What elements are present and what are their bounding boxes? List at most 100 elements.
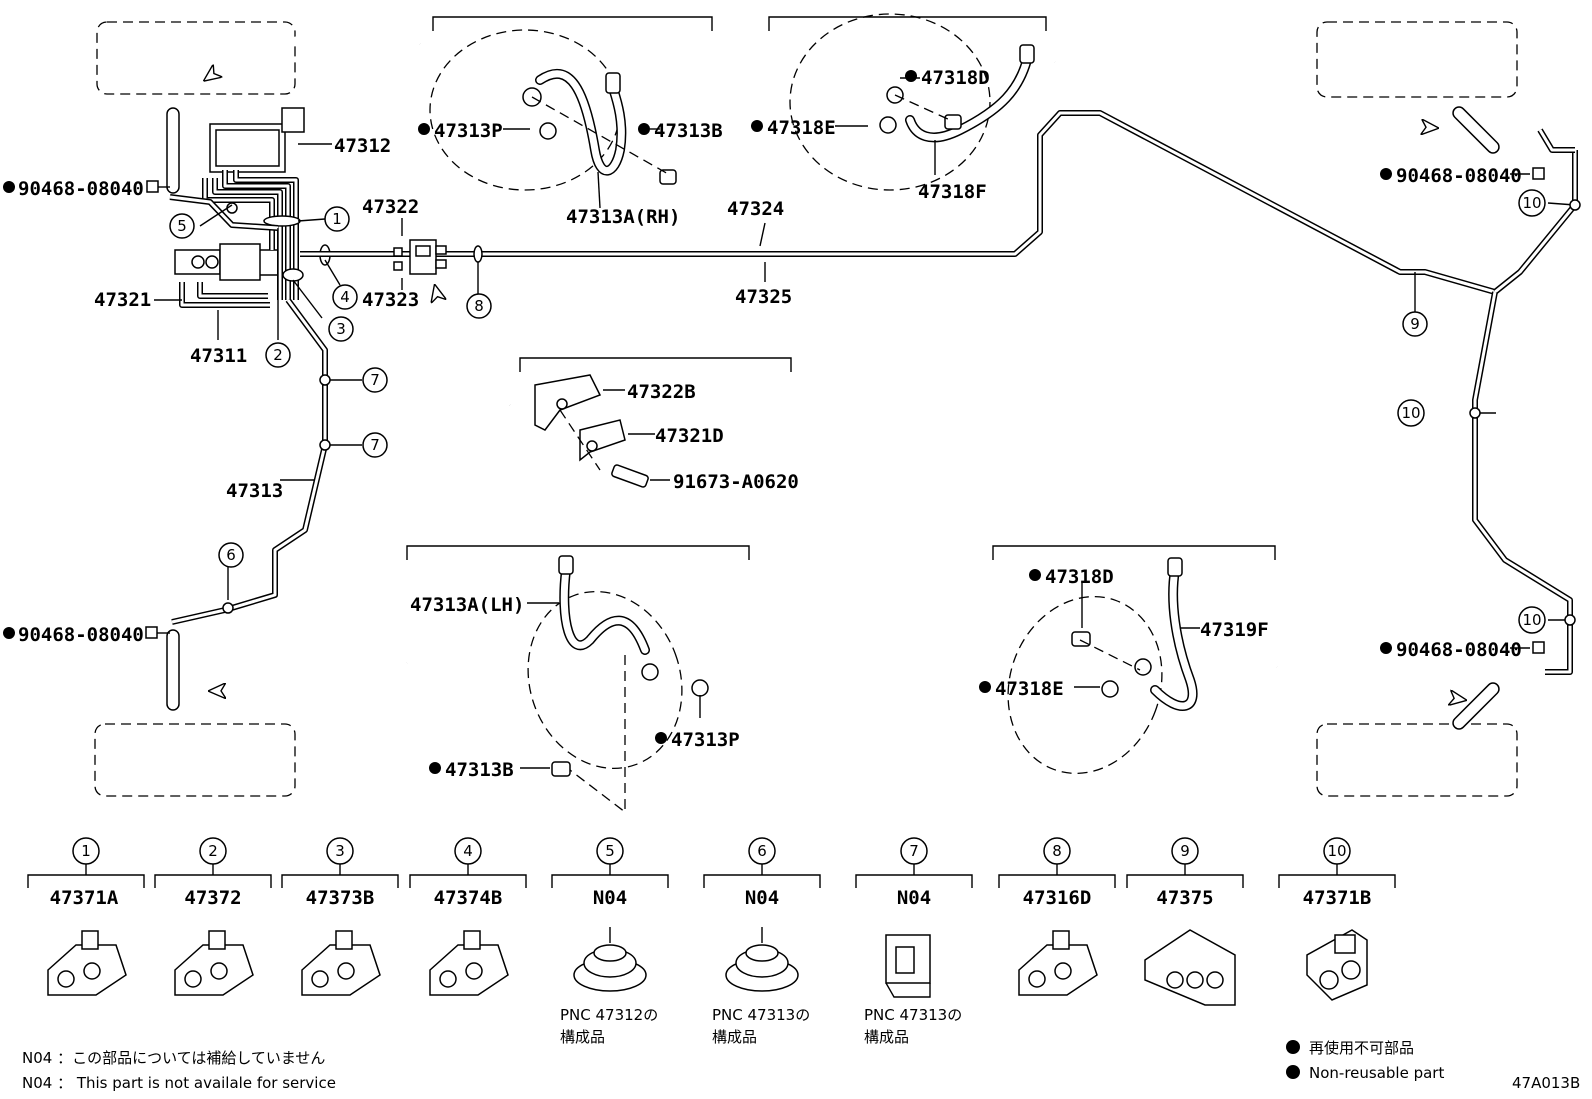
pipe-front-left — [166, 107, 279, 231]
svg-text:4: 4 — [340, 288, 350, 306]
legend-callout-number: 10 — [1327, 842, 1346, 860]
wheel-box-rear-left — [94, 723, 296, 797]
footnote-n04-jp: N04 ：この部品については補給していません — [22, 1049, 325, 1067]
label-47318E-bot: 47318E — [995, 678, 1064, 700]
legend-part-number: 47374B — [434, 887, 503, 909]
non-reusable-dot — [429, 762, 441, 774]
legend-part-number: 47373B — [306, 887, 375, 909]
legend-part-number: 47371B — [1303, 887, 1372, 909]
non-reusable-dot — [1286, 1040, 1300, 1054]
clip-icon — [145, 626, 158, 639]
label-47313B-top: 47313B — [654, 120, 723, 142]
legend-note: PNC 47313の — [864, 1006, 962, 1024]
callout-10b: 10 — [1397, 399, 1425, 427]
label-47313B-bot: 47313B — [445, 759, 514, 781]
legend-item-10: 10 47371B — [1278, 837, 1396, 1001]
label-90468-08040-fr: 90468-08040 — [1396, 165, 1522, 187]
wheel-box-front-right — [1316, 21, 1518, 98]
svg-text:7: 7 — [370, 371, 380, 389]
label-47312: 47312 — [334, 135, 391, 157]
svg-text:5: 5 — [177, 217, 187, 235]
non-reusable-dot — [655, 732, 667, 744]
legend-part-number: N04 — [593, 887, 627, 909]
legend-callout-number: 8 — [1052, 842, 1062, 860]
junction-block — [393, 239, 483, 275]
label-47313A-LH: 47313A(LH) — [410, 594, 524, 616]
legend-item-8: 8 47316D — [998, 837, 1116, 996]
clip-icon — [146, 180, 159, 193]
label-47325: 47325 — [735, 286, 792, 308]
clip-icon — [1532, 641, 1545, 654]
legend-note: PNC 47312の — [560, 1006, 658, 1024]
non-reusable-dot — [418, 123, 430, 135]
legend-item-9: 9 47375 — [1126, 837, 1244, 1006]
legend-callout-number: 9 — [1180, 842, 1190, 860]
callout-6: 6 — [218, 542, 244, 568]
svg-text:6: 6 — [226, 546, 236, 564]
legend-note: 構成品 — [712, 1028, 757, 1046]
non-reusable-dot — [3, 181, 15, 193]
label-47319F: 47319F — [1200, 619, 1269, 641]
clip-icon — [1532, 167, 1545, 180]
svg-text:9: 9 — [1410, 315, 1420, 333]
label-47313P-bot: 47313P — [671, 729, 740, 751]
svg-text:7: 7 — [370, 436, 380, 454]
label-47313: 47313 — [226, 480, 283, 502]
callout-9: 9 — [1402, 311, 1428, 337]
label-47313A-RH: 47313A(RH) — [566, 206, 680, 228]
legend-part-number: 47372 — [184, 887, 241, 909]
label-47324: 47324 — [727, 198, 784, 220]
main-brake-lines — [300, 106, 1578, 730]
legend-part-number: N04 — [745, 887, 779, 909]
non-reusable-dot — [1029, 569, 1041, 581]
label-90468-08040-rr: 90468-08040 — [1396, 639, 1522, 661]
non-reusable-dot — [979, 681, 991, 693]
callout-7b: 7 — [362, 432, 388, 458]
callout-4: 4 — [332, 284, 358, 310]
legend-note: 構成品 — [560, 1028, 605, 1046]
wheel-box-rear-right — [1316, 723, 1518, 797]
callout-8: 8 — [466, 293, 492, 319]
legend-part-number: 47375 — [1156, 887, 1213, 909]
direction-arrows — [205, 30, 1465, 700]
legend-callout-number: 3 — [335, 842, 345, 860]
callout-1: 1 — [324, 206, 350, 232]
legend-part-number: 47371A — [50, 887, 119, 909]
svg-text:1: 1 — [332, 210, 342, 228]
legend-callout-number: 5 — [605, 842, 615, 860]
label-90468-08040-rl: 90468-08040 — [18, 624, 144, 646]
label-47322B: 47322B — [627, 381, 696, 403]
non-reusable-dot — [1380, 168, 1392, 180]
svg-text:3: 3 — [336, 320, 346, 338]
non-reusable-dot — [1286, 1065, 1300, 1079]
non-reusable-dot — [1380, 642, 1392, 654]
figure-code: 47A013B — [1512, 1074, 1580, 1092]
callout-2: 2 — [265, 342, 291, 368]
callout-leaders — [199, 199, 1581, 626]
legend-item-2: 2 47372 — [154, 837, 272, 996]
svg-text:10: 10 — [1522, 611, 1541, 629]
legend-item-3: 3 47373B — [281, 837, 399, 996]
leader-lines — [154, 77, 1530, 769]
non-reusable-dot — [3, 627, 15, 639]
hose-47319F-detail — [1071, 557, 1198, 711]
callout-3: 3 — [328, 316, 354, 342]
label-47322: 47322 — [362, 196, 419, 218]
label-47318D-bot: 47318D — [1045, 566, 1114, 588]
label-47321: 47321 — [94, 289, 151, 311]
label-90468-08040-fl: 90468-08040 — [18, 178, 144, 200]
callout-7a: 7 — [362, 367, 388, 393]
label-47313P-top: 47313P — [434, 120, 503, 142]
non-reusable-dot — [751, 120, 763, 132]
legend-note: 構成品 — [864, 1028, 909, 1046]
legend-part-number: 47316D — [1023, 887, 1092, 909]
svg-text:2: 2 — [273, 346, 283, 364]
label-47323: 47323 — [362, 289, 419, 311]
hose-47318F-detail — [879, 44, 1035, 143]
svg-text:8: 8 — [474, 297, 484, 315]
legend-callout-number: 2 — [208, 842, 218, 860]
